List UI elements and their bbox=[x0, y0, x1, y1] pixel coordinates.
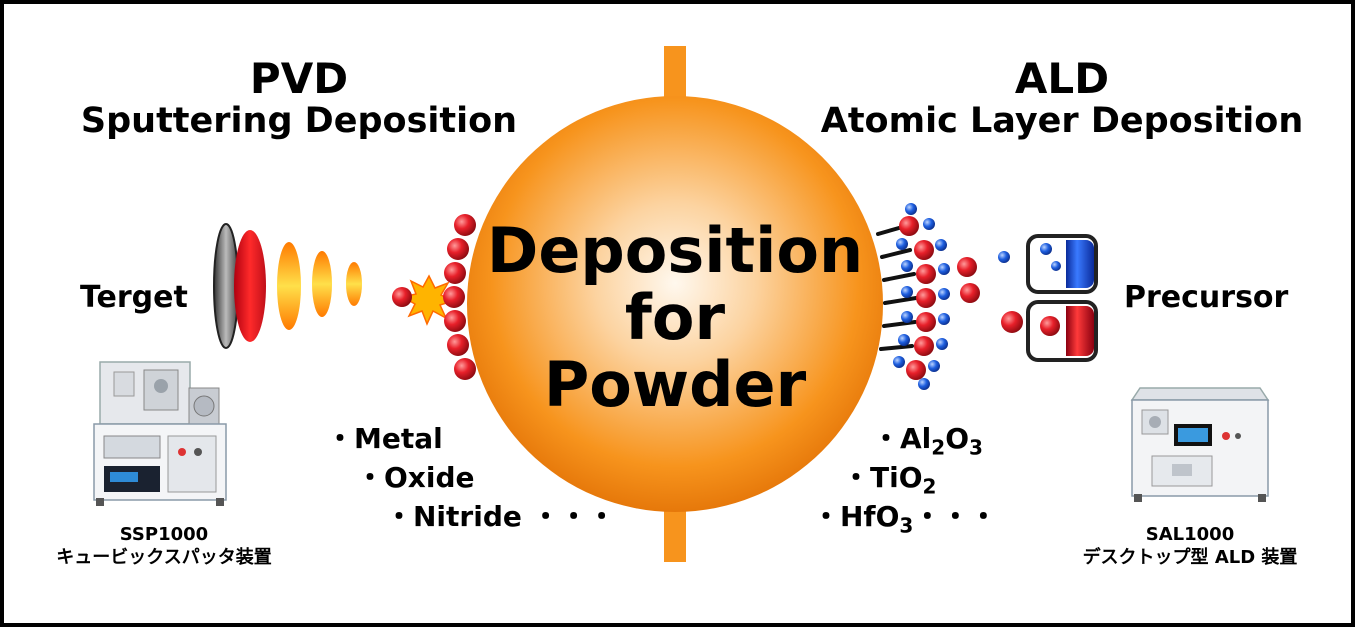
free-blue-atom-icon bbox=[998, 251, 1010, 263]
target-label: Terget bbox=[80, 280, 188, 315]
axis-bottom-bar bbox=[664, 502, 686, 562]
sal1000-model: SAL1000 bbox=[1145, 524, 1235, 545]
pvd-material-metal: ・Metal bbox=[326, 422, 443, 455]
ald-material-hfo3: ・HfO3・・・ bbox=[812, 500, 998, 538]
ssp1000-caption: SSP1000 キュービックスパッタ装置 bbox=[14, 524, 314, 569]
pvd-title: PVD bbox=[249, 54, 349, 103]
ald-material-al2o3: ・Al2O3 bbox=[872, 422, 983, 460]
sphere-caption-line1: Deposition bbox=[486, 214, 864, 287]
pvd-subtitle: Sputtering Deposition bbox=[80, 101, 518, 141]
precursor-red-can-icon bbox=[1026, 300, 1098, 362]
sputter-flash-icon bbox=[400, 274, 456, 326]
precursor-blue-can-icon bbox=[1026, 234, 1098, 294]
ald-subtitle: Atomic Layer Deposition bbox=[820, 101, 1304, 141]
pvd-material-nitride: ・Nitride ・・・ bbox=[385, 500, 616, 533]
sal1000-device-image bbox=[1130, 387, 1270, 502]
ald-title-block: ALD Atomic Layer Deposition bbox=[812, 58, 1312, 139]
free-red-atom-icon bbox=[1001, 311, 1023, 333]
pvd-material-oxide: ・Oxide bbox=[356, 461, 475, 494]
sal1000-name: デスクトップ型 ALD 装置 bbox=[1082, 546, 1298, 568]
sputtered-atom-icon bbox=[392, 287, 412, 307]
ald-material-tio2: ・TiO2 bbox=[842, 461, 937, 499]
sphere-caption-line2: for bbox=[624, 280, 726, 354]
ssp1000-device-image bbox=[93, 361, 227, 506]
sal1000-caption: SAL1000 デスクトップ型 ALD 装置 bbox=[1040, 524, 1340, 569]
powder-sphere bbox=[467, 96, 883, 512]
pvd-atom-column bbox=[443, 214, 476, 380]
target-icon bbox=[213, 223, 362, 349]
sphere-caption: Deposition for Powder bbox=[467, 214, 883, 421]
diagram-graphics bbox=[93, 46, 1270, 562]
sphere-caption-line3: Powder bbox=[543, 347, 807, 421]
pvd-title-block: PVD Sputtering Deposition bbox=[64, 58, 534, 139]
axis-top-bar bbox=[664, 46, 686, 106]
ssp1000-model: SSP1000 bbox=[119, 524, 209, 545]
ald-molecule-column bbox=[876, 203, 980, 390]
ssp1000-name: キュービックスパッタ装置 bbox=[56, 546, 272, 568]
precursor-label: Precursor bbox=[1124, 280, 1289, 315]
ald-title: ALD bbox=[1014, 54, 1110, 103]
